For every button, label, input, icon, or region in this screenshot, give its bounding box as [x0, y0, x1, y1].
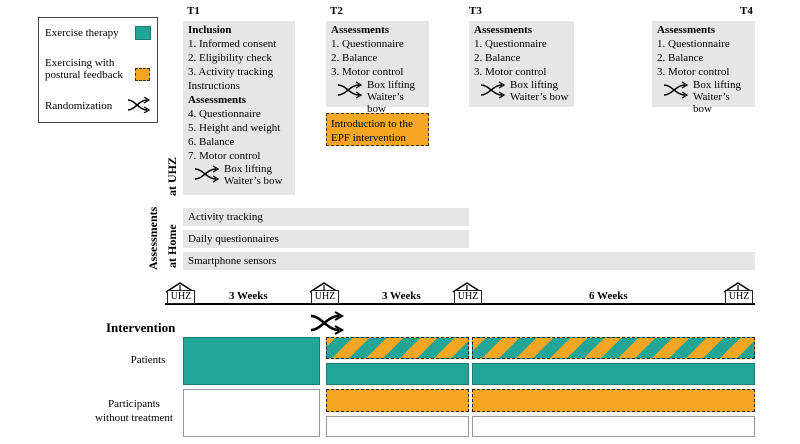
t4-box: Assessments 1. Questionnaire 2. Balance … — [652, 21, 755, 115]
strip-daily-questionnaires: Daily questionnaires — [183, 230, 469, 248]
epf-intro-line2: EPF intervention — [331, 132, 406, 144]
uhz-label: UHZ — [454, 290, 482, 304]
t1-sub-group: Box lifting Waiter’s bow — [188, 163, 290, 187]
uhz-marker-t2: UHZ — [309, 281, 339, 304]
epf-intro-line1: Introduction to the — [331, 118, 413, 130]
t2-box: Assessments 1. Questionnaire 2. Balance … — [326, 21, 429, 115]
t1-assess-item: 6. Balance — [188, 136, 235, 148]
t2-item: 3. Motor control — [331, 66, 404, 78]
t2-item: 2. Balance — [331, 52, 378, 64]
t1-inclusion-heading: Inclusion — [188, 24, 232, 36]
participants-empty-bar-baseline — [183, 389, 320, 437]
randomization-icon — [310, 311, 345, 335]
uhz-marker-t3: UHZ — [452, 281, 482, 304]
weeks-label-3: 6 Weeks — [589, 290, 628, 302]
patients-label: Patients — [130, 354, 166, 366]
side-label-at-uhz: at UHZ — [165, 157, 179, 196]
t1-item: Instructions — [188, 80, 240, 92]
t3-item: 3. Motor control — [474, 66, 547, 78]
patients-mixed-bar-2 — [472, 337, 755, 359]
participants-empty-bar-2 — [472, 416, 755, 437]
timepoint-t3: T3 — [469, 5, 482, 17]
t3-box: Assessments 1. Questionnaire 2. Balance … — [469, 21, 574, 107]
t2-assessments-heading: Assessments — [331, 24, 390, 36]
strip-activity-tracking: Activity tracking — [183, 208, 469, 226]
t4-sub-waiters-bow: Waiter’s bow — [693, 91, 730, 115]
t4-sub-box-lifting: Box lifting — [693, 79, 741, 91]
legend-feedback-line2: postural feedback — [45, 69, 123, 81]
t3-sub-box-lifting: Box lifting — [510, 79, 558, 91]
side-label-assessments: Assessments — [146, 206, 160, 270]
intervention-title: Intervention — [106, 320, 176, 335]
patients-mixed-bar-1 — [326, 337, 469, 359]
t4-sub-group: Box lifting Waiter’s bow — [657, 79, 750, 115]
participants-feedback-bar-1 — [326, 389, 469, 412]
t4-assessments-heading: Assessments — [657, 24, 716, 36]
patients-therapy-bar-2 — [472, 363, 755, 385]
t2-item: 1. Questionnaire — [331, 38, 404, 50]
timepoint-t2: T2 — [330, 5, 343, 17]
t3-item: 1. Questionnaire — [474, 38, 547, 50]
participants-label: Participants without treatment — [86, 397, 182, 425]
t1-item: 3. Activity tracking — [188, 66, 274, 78]
t3-assessments-heading: Assessments — [474, 24, 533, 36]
t3-sub-group: Box lifting Waiter’s bow — [474, 79, 569, 103]
orange-swatch — [135, 68, 150, 81]
t1-item: 1. Informed consent — [188, 38, 277, 50]
randomization-icon — [127, 97, 151, 113]
legend-exercise-therapy: Exercise therapy — [45, 27, 119, 39]
t1-sub-box-lifting: Box lifting — [224, 163, 272, 175]
side-label-at-home: at Home — [165, 224, 179, 268]
t1-assess-item: 4. Questionnaire — [188, 108, 261, 120]
teal-swatch — [135, 26, 151, 40]
uhz-marker-t1: UHZ — [165, 281, 195, 304]
participants-feedback-bar-2 — [472, 389, 755, 412]
weeks-label-1: 3 Weeks — [229, 290, 268, 302]
t2-sub-waiters-bow: Waiter’s bow — [367, 91, 404, 115]
randomization-icon — [194, 165, 220, 183]
t1-box: Inclusion 1. Informed consent 2. Eligibi… — [183, 21, 295, 195]
t1-assess-item: 5. Height and weight — [188, 122, 281, 134]
epf-intro-box: Introduction to the EPF intervention — [326, 113, 429, 146]
patients-therapy-bar-1 — [326, 363, 469, 385]
timeline-axis — [165, 303, 755, 305]
t1-item: 2. Eligibility check — [188, 52, 273, 64]
uhz-marker-t4: UHZ — [723, 281, 753, 304]
t1-sub-waiters-bow: Waiter’s bow — [224, 175, 283, 187]
legend: Exercise therapy Exercising with postura… — [38, 17, 158, 123]
legend-feedback-line1: Exercising with — [45, 57, 115, 69]
participants-line2: without treatment — [95, 412, 173, 424]
randomization-icon — [337, 81, 363, 99]
t4-item: 1. Questionnaire — [657, 38, 730, 50]
timepoint-t4: T4 — [740, 5, 753, 17]
t4-item: 2. Balance — [657, 52, 704, 64]
t1-assessments-heading: Assessments — [188, 94, 247, 106]
t4-item: 3. Motor control — [657, 66, 730, 78]
weeks-label-2: 3 Weeks — [382, 290, 421, 302]
t2-sub-group: Box lifting Waiter’s bow — [331, 79, 424, 115]
randomization-icon — [480, 81, 506, 99]
participants-empty-bar-1 — [326, 416, 469, 437]
legend-randomization: Randomization — [45, 100, 113, 112]
t3-sub-waiters-bow: Waiter’s bow — [510, 91, 569, 103]
strip-smartphone-sensors: Smartphone sensors — [183, 252, 755, 270]
patients-therapy-bar-baseline — [183, 337, 320, 385]
t3-item: 2. Balance — [474, 52, 521, 64]
uhz-label: UHZ — [311, 290, 339, 304]
t1-assess-item: 7. Motor control — [188, 150, 261, 162]
uhz-label: UHZ — [725, 290, 753, 304]
uhz-label: UHZ — [167, 290, 195, 304]
timepoint-t1: T1 — [187, 5, 200, 17]
t2-sub-box-lifting: Box lifting — [367, 79, 415, 91]
participants-line1: Participants — [108, 398, 160, 410]
randomization-icon — [663, 81, 689, 99]
